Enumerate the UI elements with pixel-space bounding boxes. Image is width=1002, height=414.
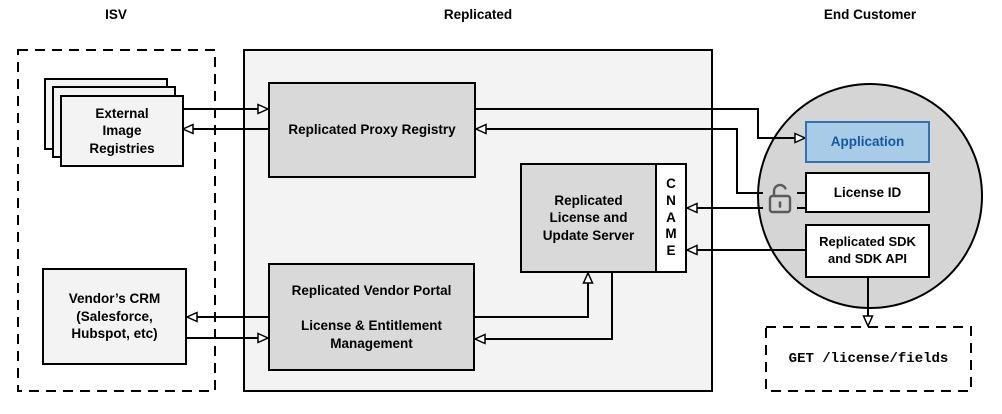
edge-portal-to-server bbox=[475, 273, 588, 318]
edge-license-to-proxy bbox=[476, 129, 805, 194]
isv-dashed-boundary bbox=[17, 49, 216, 392]
edge-proxy-to-application bbox=[476, 108, 805, 138]
open-padlock-icon bbox=[763, 180, 797, 216]
padlock-shackle bbox=[772, 183, 787, 198]
edge-server-to-portal bbox=[475, 273, 613, 339]
get-endpoint-dashed-box bbox=[765, 326, 972, 392]
